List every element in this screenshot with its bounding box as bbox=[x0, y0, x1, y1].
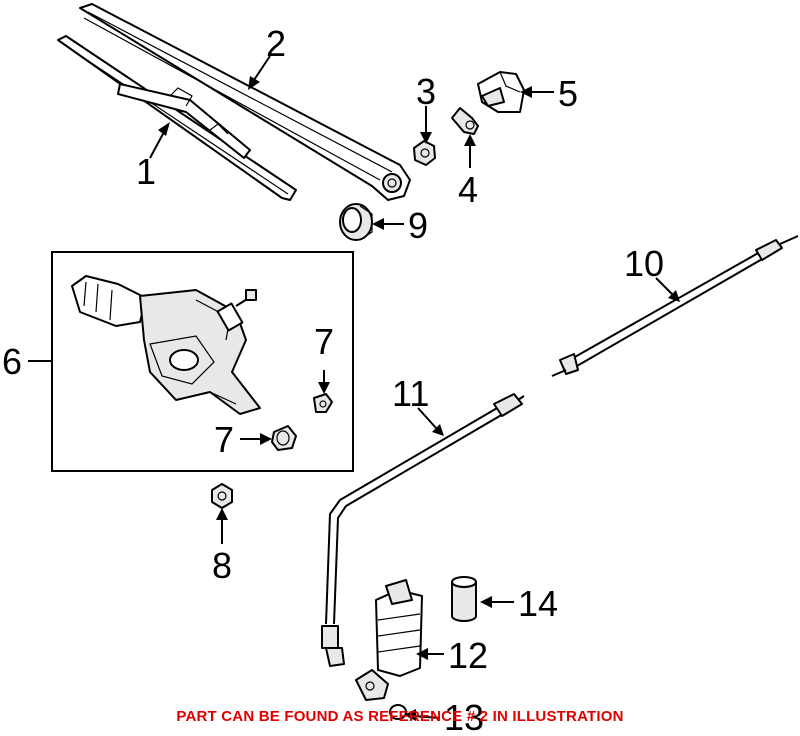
wiper-blade-part bbox=[57, 35, 297, 201]
motor-nut-part bbox=[211, 483, 233, 509]
washer-hose-bent-part bbox=[321, 393, 525, 667]
callout-8: 8 bbox=[212, 545, 232, 586]
wiper-arm-part bbox=[79, 3, 411, 201]
bolt-part-upper bbox=[313, 393, 333, 413]
callout-7-lower: 7 bbox=[214, 419, 234, 460]
washer-pump-part bbox=[375, 579, 423, 677]
callout-12: 12 bbox=[448, 635, 488, 676]
callout-9: 9 bbox=[408, 205, 428, 246]
bushing-part bbox=[271, 425, 297, 451]
connector-part bbox=[355, 669, 407, 720]
callout-14: 14 bbox=[518, 583, 558, 624]
leader-lines bbox=[28, 55, 680, 721]
callout-7-upper: 7 bbox=[314, 321, 334, 362]
callout-5: 5 bbox=[558, 73, 578, 114]
callout-10: 10 bbox=[624, 243, 664, 284]
callout-13: 13 bbox=[444, 697, 484, 736]
callout-labels: 1 2 3 4 5 6 7 7 8 9 10 11 12 13 14 bbox=[2, 23, 664, 736]
sleeve-part bbox=[451, 576, 477, 622]
callout-1: 1 bbox=[136, 151, 156, 192]
callout-3: 3 bbox=[416, 71, 436, 112]
callout-2: 2 bbox=[266, 23, 286, 64]
grommet-part bbox=[339, 203, 373, 241]
callout-6: 6 bbox=[2, 341, 22, 382]
washer-hose-long-part bbox=[551, 235, 799, 377]
clip-part bbox=[451, 107, 479, 135]
callout-11: 11 bbox=[392, 373, 429, 414]
cap-part bbox=[477, 71, 525, 113]
callout-4: 4 bbox=[458, 169, 478, 210]
reference-note: PART CAN BE FOUND AS REFERENCE # 2 IN IL… bbox=[176, 708, 624, 725]
wiper-motor-part bbox=[71, 275, 261, 415]
nut-part bbox=[413, 140, 436, 166]
